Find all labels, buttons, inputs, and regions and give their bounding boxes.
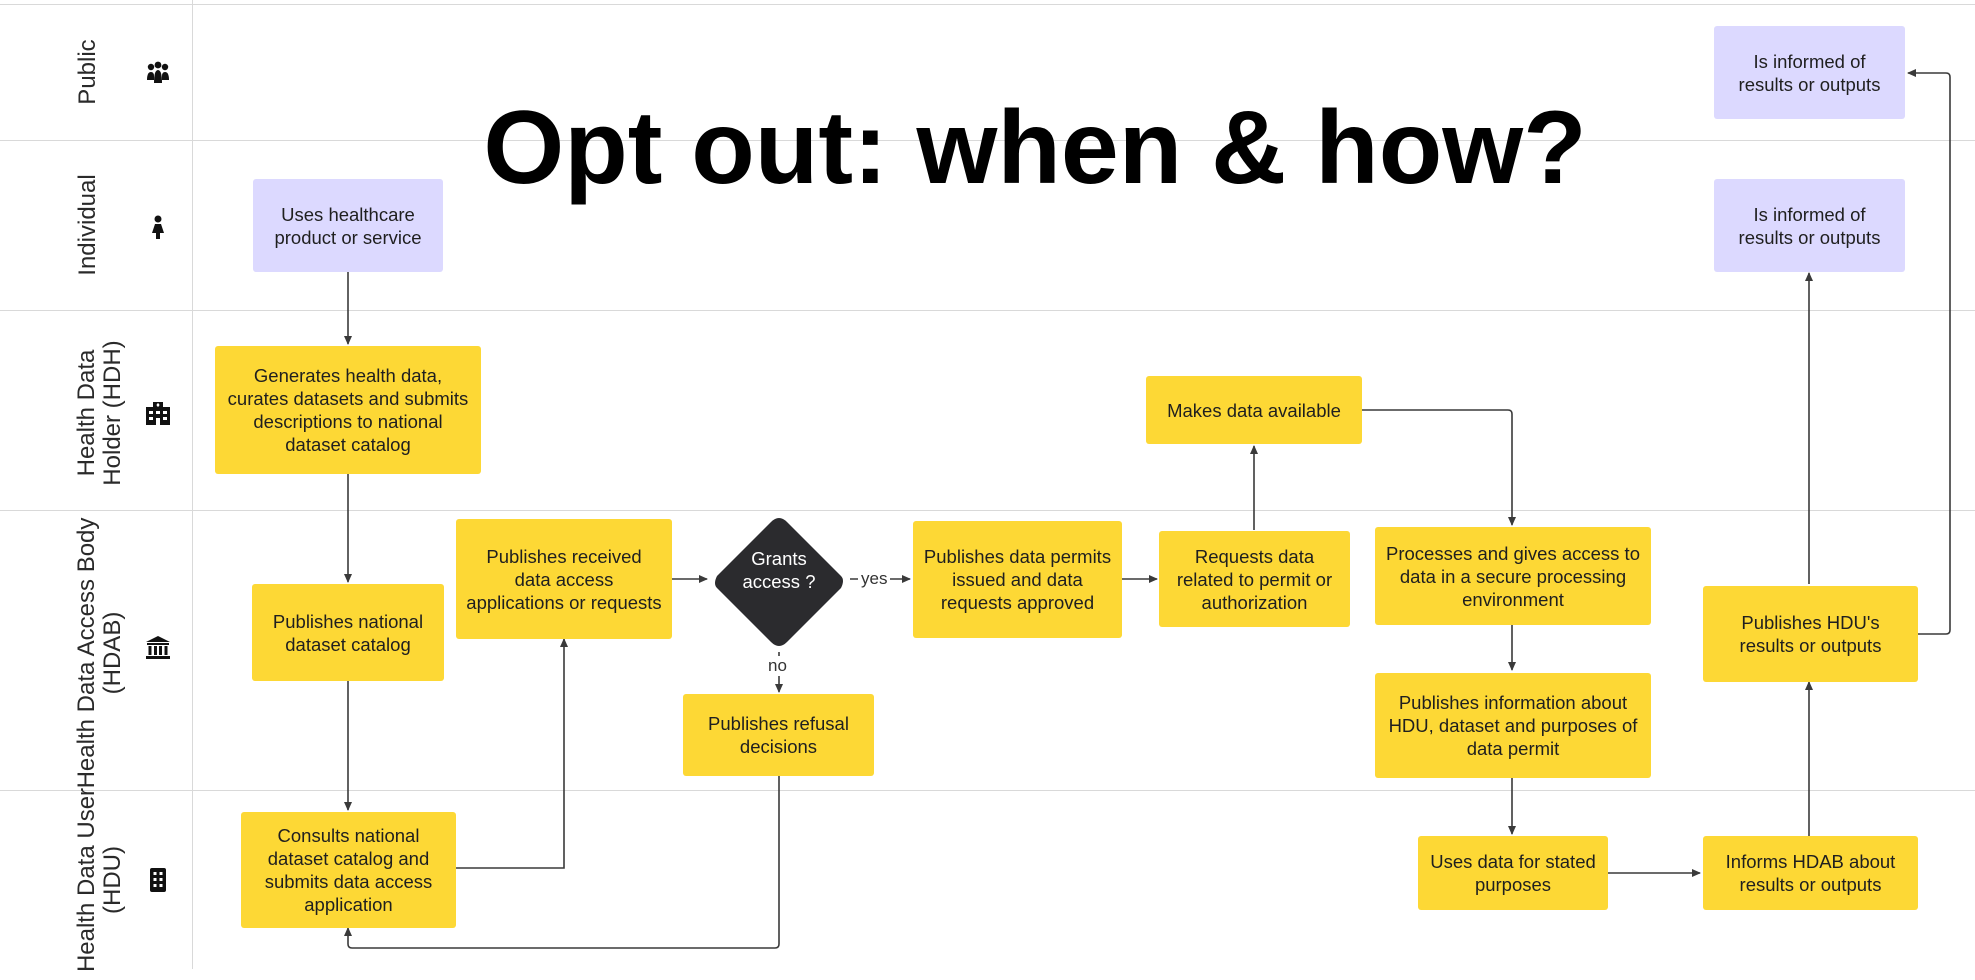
- edge-consults-to-received: [456, 638, 568, 869]
- node-public-informed: Is informed of results or outputs: [1714, 26, 1905, 119]
- lane-divider: [0, 510, 1975, 511]
- lane-label-individual: Individual: [74, 174, 101, 276]
- hospital-icon: [146, 402, 170, 425]
- person-icon: [152, 215, 164, 239]
- edge-label-no: no: [765, 656, 790, 676]
- building-icon: [150, 868, 166, 892]
- edge-makes-to-processes: [1361, 409, 1516, 526]
- lane-label-hdab: Health Data Access Body (HDAB): [73, 517, 126, 789]
- lane-label-hdu: Health Data User (HDU): [73, 787, 126, 973]
- node-publishes-info: Publishes information about HDU, dataset…: [1375, 673, 1651, 778]
- edge-label-yes: yes: [858, 569, 891, 589]
- node-uses-healthcare: Uses healthcare product or service: [253, 179, 443, 272]
- node-generates-data: Generates health data, curates datasets …: [215, 346, 481, 474]
- node-uses-data: Uses data for stated purposes: [1418, 836, 1608, 910]
- node-makes-available: Makes data available: [1146, 376, 1362, 444]
- lane-divider: [0, 310, 1975, 311]
- lane-divider: [0, 790, 1975, 791]
- page-title: Opt out: when & how?: [483, 90, 1587, 206]
- node-consults-catalog: Consults national dataset catalog and su…: [241, 812, 456, 928]
- node-publishes-results: Publishes HDU's results or outputs: [1703, 586, 1918, 682]
- node-publishes-refusal: Publishes refusal decisions: [683, 694, 874, 776]
- decision-text: Grants access ?: [742, 548, 816, 592]
- node-requests-data: Requests data related to permit or autho…: [1159, 531, 1350, 627]
- lane-label-public: Public: [74, 39, 101, 105]
- decision-diamond: [715, 518, 843, 646]
- node-publishes-received: Publishes received data access applicati…: [456, 519, 672, 639]
- bank-icon: [146, 636, 170, 659]
- lane-divider: [0, 140, 1975, 141]
- group-icon: [147, 61, 169, 83]
- node-individual-informed: Is informed of results or outputs: [1714, 179, 1905, 272]
- lane-label-hdh: Health Data Holder (HDH): [73, 340, 126, 486]
- node-informs-hdab: Informs HDAB about results or outputs: [1703, 836, 1918, 910]
- node-publishes-catalog: Publishes national dataset catalog: [252, 584, 444, 681]
- lane-header-divider: [192, 0, 193, 969]
- lane-divider: [0, 4, 1975, 5]
- edge-publishes-to-public: [1907, 69, 1951, 635]
- node-processes-access: Processes and gives access to data in a …: [1375, 527, 1651, 625]
- node-publishes-permits: Publishes data permits issued and data r…: [913, 521, 1122, 638]
